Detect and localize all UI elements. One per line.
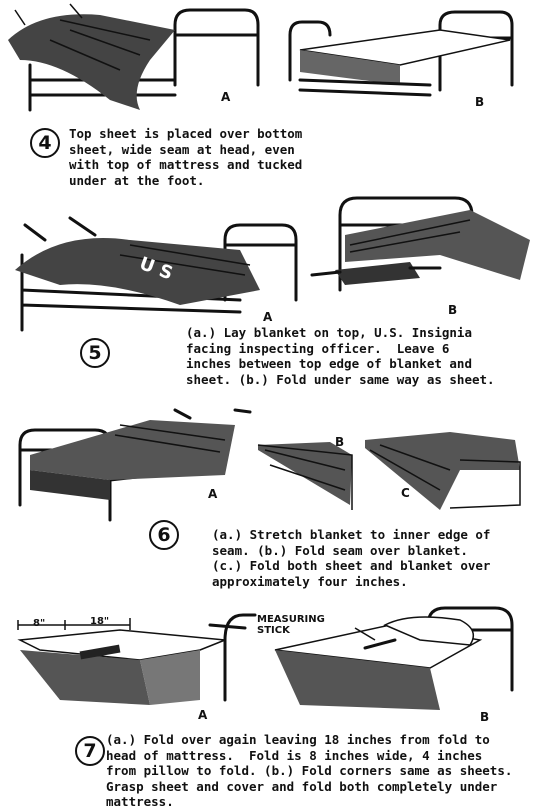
step-number-6: 6 [149,520,179,550]
step-6-caption: (a.) Stretch blanket to inner edge of se… [212,527,491,589]
label-5a: A [263,310,273,324]
measuring-stick-callout: MEASURING STICK [257,614,325,636]
label-4a: A [221,90,231,104]
step6-illustration-b [257,442,353,510]
step-number-4: 4 [30,128,60,158]
step4-illustration-a [8,3,260,112]
label-6b: B [335,435,345,449]
label-6a: A [208,487,218,501]
label-5b: B [448,303,458,317]
dimension-18-inches: 18" [90,616,110,627]
label-4b: B [475,95,485,109]
step-5-caption: (a.) Lay blanket on top, U.S. Insignia f… [186,325,495,387]
step-number-5: 5 [80,338,110,368]
step7-illustration-b [274,606,514,710]
label-7b: B [480,710,490,724]
step5-illustration-a: U S [15,216,298,332]
label-6c: C [401,486,410,500]
step-4-caption: Top sheet is placed over bottom sheet, w… [69,126,303,188]
step-7-caption: (a.) Fold over again leaving 18 inches f… [106,732,513,809]
step6-illustration-c [365,432,521,510]
dimension-8-inches: 8" [33,618,46,629]
label-7a: A [198,708,208,722]
step5-illustration-b [310,196,530,292]
step7-illustration-a [17,613,257,705]
step-number-7: 7 [75,736,105,766]
step6-illustration-a [18,408,252,522]
step4-illustration-b [288,10,514,97]
